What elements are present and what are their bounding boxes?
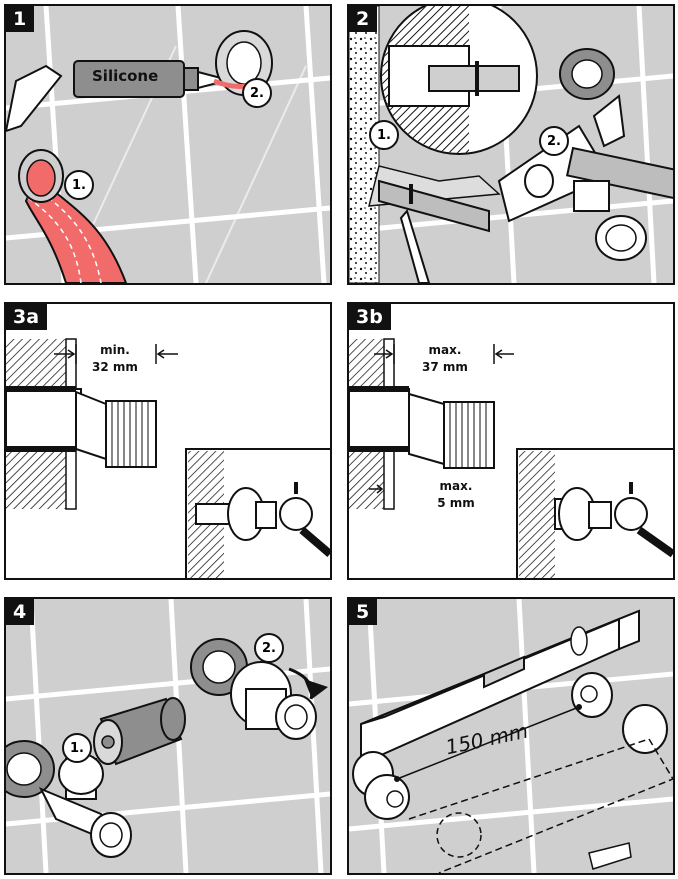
panel-step-3a: 3a min. 32 mm: [4, 302, 332, 580]
panel-step-3b: 3b max. 37 mm max. 5 mm: [347, 302, 675, 580]
dimension-value: 32 mm: [92, 360, 138, 374]
callout-1: 1.: [62, 733, 92, 763]
step-number: 3a: [6, 304, 48, 330]
dimension-prefix: max.: [439, 479, 473, 493]
mixer-outline: [408, 738, 673, 873]
panel-step-2: 2 1. 2.: [347, 4, 675, 285]
dimension-prefix: max.: [428, 343, 462, 357]
silicone-label: Silicone: [92, 67, 159, 85]
dimension-prefix: min.: [100, 343, 130, 357]
dimension-value: 5 mm: [437, 496, 475, 510]
callout-1: 1.: [64, 170, 94, 200]
step-2-illustration: [349, 6, 673, 283]
dimension-label-2: max. 5 mm: [433, 478, 479, 512]
callout-1: 1.: [369, 120, 399, 150]
step-number: 2: [349, 6, 378, 32]
step-3a-illustration: [6, 338, 330, 578]
dimension-label: max. 37 mm: [417, 342, 473, 376]
step-number: 4: [6, 599, 35, 625]
step-number: 3b: [349, 304, 391, 330]
step-4-illustration: [6, 599, 330, 873]
panel-step-1: 1 Silicone 1. 2.: [4, 4, 332, 285]
panel-step-5: 5 150 mm: [347, 597, 675, 875]
panel-step-4: 4 1. 2.: [4, 597, 332, 875]
level-bubble: [483, 655, 525, 689]
callout-2: 2.: [254, 633, 284, 663]
step-number: 1: [6, 6, 35, 32]
step-3b-illustration: [349, 338, 673, 578]
step-5-illustration: [349, 599, 673, 873]
dimension-value: 37 mm: [422, 360, 468, 374]
caulk-gun: [6, 64, 63, 133]
dimension-label: min. 32 mm: [90, 342, 140, 376]
step-1-illustration: [6, 6, 330, 283]
hose: [24, 174, 128, 283]
fitting-stub: [573, 180, 610, 212]
callout-2: 2.: [242, 78, 272, 108]
screwdriver: [399, 208, 431, 283]
rotate-arrow: [304, 679, 328, 699]
callout-2: 2.: [539, 126, 569, 156]
step-number: 5: [349, 599, 378, 625]
spirit-level-short: [378, 179, 490, 233]
